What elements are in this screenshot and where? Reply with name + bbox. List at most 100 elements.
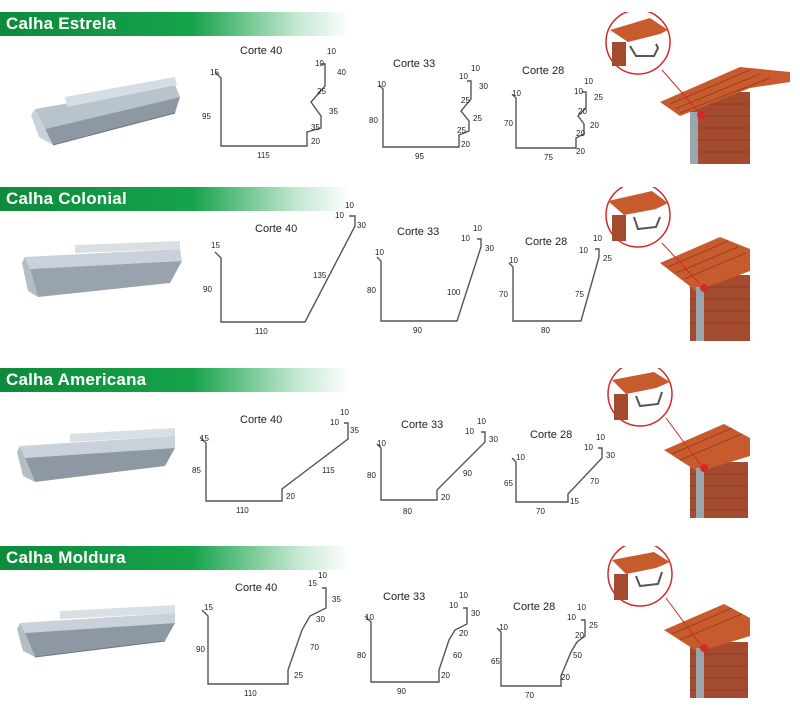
corte-diagram: Corte 33 10 80 95 20 25 25 25 30 10 10 bbox=[365, 57, 505, 172]
dim-label: 35 bbox=[311, 123, 320, 132]
dim-label: 80 bbox=[367, 286, 376, 295]
dim-label: 115 bbox=[257, 151, 270, 160]
corte-diagram: Corte 40 15 85 110 20 115 35 10 10 bbox=[190, 403, 360, 523]
dim-label: 30 bbox=[479, 82, 488, 91]
gutter-product-image bbox=[17, 428, 175, 482]
profile-line bbox=[496, 619, 586, 687]
dim-label: 35 bbox=[329, 107, 338, 116]
dim-label: 30 bbox=[485, 244, 494, 253]
dim-label: 10 bbox=[596, 433, 605, 442]
dim-label: 80 bbox=[357, 651, 366, 660]
dim-label: 10 bbox=[340, 408, 349, 417]
profile-line bbox=[376, 238, 482, 322]
profile-line bbox=[511, 91, 587, 149]
dim-label: 15 bbox=[211, 241, 220, 250]
dim-label: 20 bbox=[311, 137, 320, 146]
dim-label: 60 bbox=[453, 651, 462, 660]
dim-label: 30 bbox=[471, 609, 480, 618]
dim-label: 10 bbox=[377, 439, 386, 448]
dim-label: 10 bbox=[330, 418, 339, 427]
dim-label: 10 bbox=[584, 77, 593, 86]
dim-label: 80 bbox=[541, 326, 550, 335]
dim-label: 20 bbox=[578, 107, 587, 116]
dim-label: 15 bbox=[204, 603, 213, 612]
corte-title: Corte 40 bbox=[240, 45, 282, 57]
house-installation-illustration bbox=[607, 546, 750, 698]
dim-label: 10 bbox=[375, 248, 384, 257]
profile-line bbox=[199, 422, 349, 502]
dim-label: 90 bbox=[397, 687, 406, 696]
dim-label: 115 bbox=[322, 466, 335, 475]
corte-title: Corte 33 bbox=[401, 419, 443, 431]
dim-label: 30 bbox=[489, 435, 498, 444]
profile-line bbox=[201, 587, 327, 685]
dim-label: 70 bbox=[310, 643, 319, 652]
dim-label: 100 bbox=[447, 288, 461, 297]
section-calha-colonial: Calha Colonial Corte 40 15 90 110 135 30… bbox=[0, 187, 800, 362]
house-installation-illustration bbox=[607, 368, 750, 518]
dim-label: 25 bbox=[473, 114, 482, 123]
corte-diagram: Corte 33 10 80 90 20 60 20 30 10 10 bbox=[355, 586, 495, 706]
dim-label: 10 bbox=[477, 417, 486, 426]
corte-title: Corte 33 bbox=[383, 591, 425, 603]
corte-diagram: Corte 40 15 95 115 20 35 35 25 40 10 10 bbox=[195, 42, 365, 177]
section-calha-estrela: Calha Estrela Corte 40 15 95 115 20 35 3… bbox=[0, 12, 800, 187]
dim-label: 65 bbox=[504, 479, 513, 488]
section-title: Calha Moldura bbox=[6, 548, 126, 567]
corte-title: Corte 40 bbox=[240, 414, 282, 426]
dim-label: 10 bbox=[512, 89, 521, 98]
section-banner: Calha Estrela bbox=[0, 12, 350, 36]
dim-label: 10 bbox=[499, 623, 508, 632]
dim-label: 30 bbox=[316, 615, 325, 624]
corte-title: Corte 40 bbox=[255, 223, 297, 235]
dim-label: 10 bbox=[327, 47, 336, 56]
dim-label: 70 bbox=[525, 691, 534, 700]
dim-label: 85 bbox=[192, 466, 201, 475]
dim-label: 70 bbox=[504, 119, 513, 128]
dim-label: 65 bbox=[491, 657, 500, 666]
dim-label: 20 bbox=[576, 129, 585, 138]
dim-label: 15 bbox=[570, 497, 579, 506]
dim-label: 25 bbox=[461, 96, 470, 105]
dim-label: 80 bbox=[367, 471, 376, 480]
section-banner: Calha Americana bbox=[0, 368, 350, 392]
dim-label: 75 bbox=[544, 153, 553, 162]
section-title: Calha Americana bbox=[6, 370, 147, 389]
dim-label: 35 bbox=[332, 595, 341, 604]
gutter-product-image bbox=[22, 241, 182, 297]
corte-title: Corte 33 bbox=[397, 226, 439, 238]
corte-diagram: Corte 28 10 70 75 20 20 20 20 25 10 10 bbox=[500, 64, 620, 169]
house-installation-illustration bbox=[605, 12, 790, 164]
dim-label: 20 bbox=[561, 673, 570, 682]
dim-label: 75 bbox=[575, 290, 584, 299]
dim-label: 30 bbox=[606, 451, 615, 460]
dim-label: 50 bbox=[573, 651, 582, 660]
house-installation-illustration bbox=[605, 187, 750, 341]
dim-label: 10 bbox=[459, 72, 468, 81]
dim-label: 10 bbox=[465, 427, 474, 436]
dim-label: 135 bbox=[313, 271, 327, 280]
dim-label: 25 bbox=[589, 621, 598, 630]
corte-diagram: Corte 28 10 65 70 15 70 30 10 10 bbox=[500, 418, 620, 523]
dim-label: 70 bbox=[590, 477, 599, 486]
dim-label: 10 bbox=[473, 224, 482, 233]
dim-label: 20 bbox=[575, 631, 584, 640]
dim-label: 10 bbox=[365, 613, 374, 622]
dim-label: 40 bbox=[337, 68, 346, 77]
corte-title: Corte 33 bbox=[393, 58, 435, 70]
corte-diagram: Corte 28 10 65 70 20 50 20 25 10 10 bbox=[485, 596, 615, 706]
corte-title: Corte 40 bbox=[235, 582, 277, 594]
dim-label: 15 bbox=[308, 579, 317, 588]
dim-label: 10 bbox=[345, 202, 354, 210]
dim-label: 10 bbox=[377, 80, 386, 89]
gutter-product-image bbox=[17, 605, 175, 658]
dim-label: 25 bbox=[594, 93, 603, 102]
dim-label: 15 bbox=[200, 434, 209, 443]
dim-label: 90 bbox=[413, 326, 422, 335]
dim-label: 95 bbox=[202, 112, 211, 121]
dim-label: 25 bbox=[317, 87, 326, 96]
dim-label: 10 bbox=[335, 211, 344, 220]
dim-label: 10 bbox=[584, 443, 593, 452]
dim-label: 110 bbox=[255, 327, 268, 336]
profile-line bbox=[214, 215, 356, 323]
